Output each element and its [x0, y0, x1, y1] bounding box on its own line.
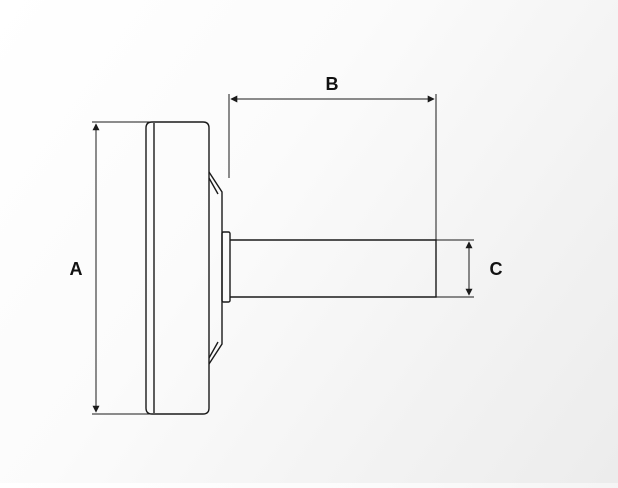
dimension-a-label: A	[70, 259, 83, 279]
dial-housing	[145, 121, 210, 415]
dimension-b-label: B	[326, 74, 339, 94]
connector-nut	[221, 231, 231, 303]
dimension-c	[436, 239, 474, 298]
back-connector	[208, 171, 231, 365]
probe-stem	[230, 239, 437, 298]
stem-outline	[230, 239, 437, 298]
connector-inner-bottom	[208, 341, 219, 359]
dimension-a	[92, 121, 150, 415]
dimension-b	[228, 94, 437, 240]
connector-taper	[208, 171, 223, 365]
housing-outline	[145, 121, 210, 415]
connector-inner-top	[208, 177, 219, 195]
dimension-c-label: C	[490, 259, 503, 279]
